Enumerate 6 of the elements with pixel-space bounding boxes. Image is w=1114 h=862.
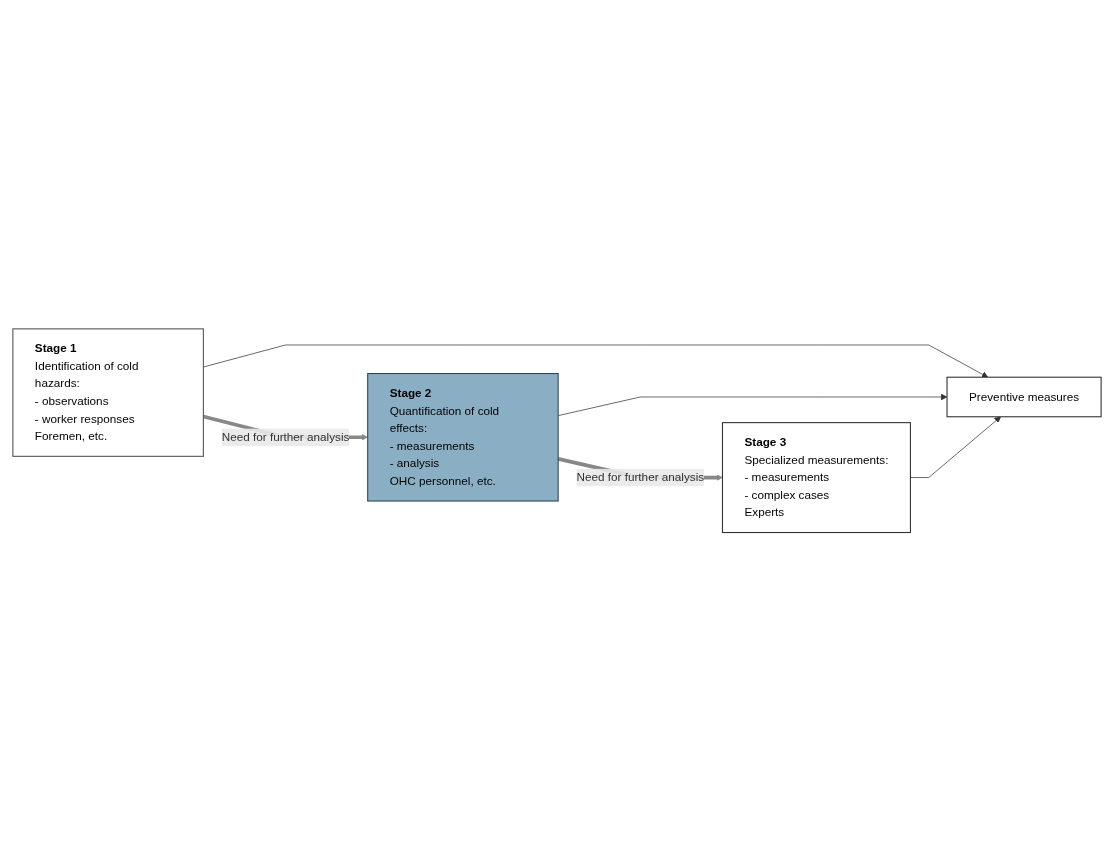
node-box: Stage 1 Identification of cold hazards: - observations - worker responses Foremen, etc. <box>12 328 204 458</box>
edge-label: Need for further analysis <box>576 471 705 484</box>
node-box: Stage 3 Specialized measurements: - measurements - complex cases Experts <box>721 422 911 534</box>
edge-label: Need for further analysis <box>221 431 350 444</box>
node-box: Preventive measures <box>946 376 1102 418</box>
node-box: Stage 2 Quantification of cold effects: - measurements - analysis OHC personnel, etc. <box>367 373 559 502</box>
